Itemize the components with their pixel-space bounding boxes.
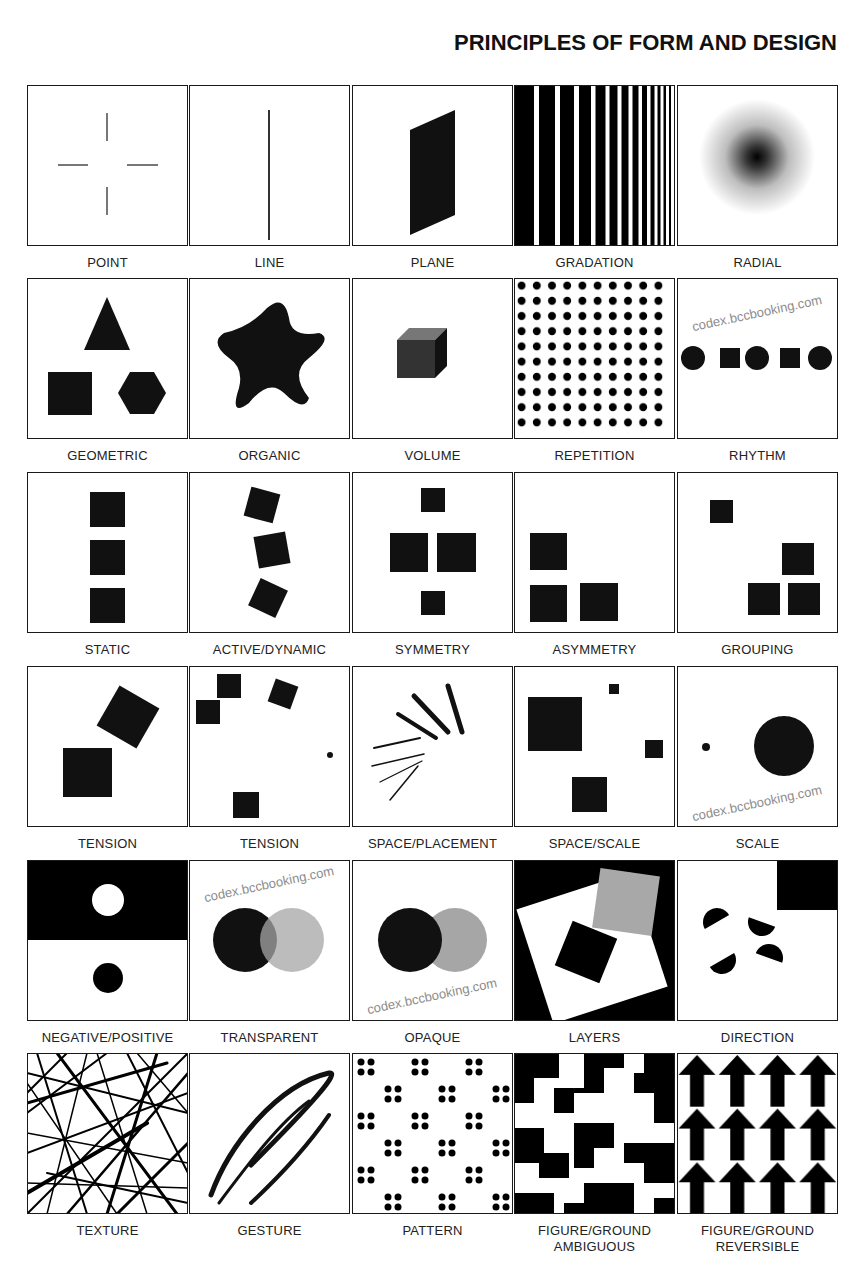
watermark: codex.bccbooking.com (691, 782, 823, 824)
design-cell: LINE (189, 85, 350, 246)
cell-label: LAYERS (515, 1030, 674, 1046)
poster-title: PRINCIPLES OF FORM AND DESIGN (454, 30, 837, 56)
design-cell: GESTURE (189, 1053, 350, 1214)
cell-label: TENSION (190, 836, 349, 852)
cell-label: PATTERN (353, 1223, 512, 1239)
design-cell: REPETITION (514, 278, 675, 439)
cell-label: POINT (28, 255, 187, 271)
cell-label: ORGANIC (190, 448, 349, 464)
cell-label: GROUPING (678, 642, 837, 658)
design-cell: ACTIVE/DYNAMIC (189, 472, 350, 633)
watermark: codex.bccbooking.com (691, 292, 823, 334)
design-cell: PATTERN (352, 1053, 513, 1214)
cell-label: PLANE (353, 255, 512, 271)
cell-label: GESTURE (190, 1223, 349, 1239)
watermark: codex.bccbooking.com (366, 975, 498, 1017)
cell-label: SCALE (678, 836, 837, 852)
cell-label: REPETITION (515, 448, 674, 464)
design-cell: VOLUME (352, 278, 513, 439)
design-cell: DIRECTION (677, 860, 838, 1021)
cell-label: FIGURE/GROUND REVERSIBLE (678, 1223, 837, 1255)
design-cell: SPACE/SCALE (514, 666, 675, 827)
design-cell: FIGURE/GROUND AMBIGUOUS (514, 1053, 675, 1214)
design-cell: TEXTURE (27, 1053, 188, 1214)
cell-label: DIRECTION (678, 1030, 837, 1046)
cell-label: SPACE/SCALE (515, 836, 674, 852)
design-cell: PLANE (352, 85, 513, 246)
cell-label: RADIAL (678, 255, 837, 271)
design-cell: SPACE/PLACEMENT (352, 666, 513, 827)
design-cell: FIGURE/GROUND REVERSIBLE (677, 1053, 838, 1214)
design-cell: TENSION (27, 666, 188, 827)
design-cell: SYMMETRY (352, 472, 513, 633)
cell-label: NEGATIVE/POSITIVE (28, 1030, 187, 1046)
cell-label: OPAQUE (353, 1030, 512, 1046)
design-cell: RADIAL (677, 85, 838, 246)
design-cell: GRADATION (514, 85, 675, 246)
cell-label: ASYMMETRY (515, 642, 674, 658)
cell-label: TENSION (28, 836, 187, 852)
cell-label: SPACE/PLACEMENT (353, 836, 512, 852)
cell-label: ACTIVE/DYNAMIC (190, 642, 349, 658)
cell-label: SYMMETRY (353, 642, 512, 658)
cell-label: GRADATION (515, 255, 674, 271)
design-cell: ORGANIC (189, 278, 350, 439)
cell-label: RHYTHM (678, 448, 837, 464)
design-cell: GROUPING (677, 472, 838, 633)
design-cell: POINT (27, 85, 188, 246)
cell-label: STATIC (28, 642, 187, 658)
design-cell: NEGATIVE/POSITIVE (27, 860, 188, 1021)
watermark: codex.bccbooking.com (203, 863, 335, 905)
cell-label: GEOMETRIC (28, 448, 187, 464)
design-cell: ASYMMETRY (514, 472, 675, 633)
cell-label: VOLUME (353, 448, 512, 464)
design-cell: STATIC (27, 472, 188, 633)
cell-label: TRANSPARENT (190, 1030, 349, 1046)
design-cell: GEOMETRIC (27, 278, 188, 439)
design-cell: TENSION (189, 666, 350, 827)
cell-label: FIGURE/GROUND AMBIGUOUS (515, 1223, 674, 1255)
cell-label: TEXTURE (28, 1223, 187, 1239)
design-cell: LAYERS (514, 860, 675, 1021)
cell-label: LINE (190, 255, 349, 271)
